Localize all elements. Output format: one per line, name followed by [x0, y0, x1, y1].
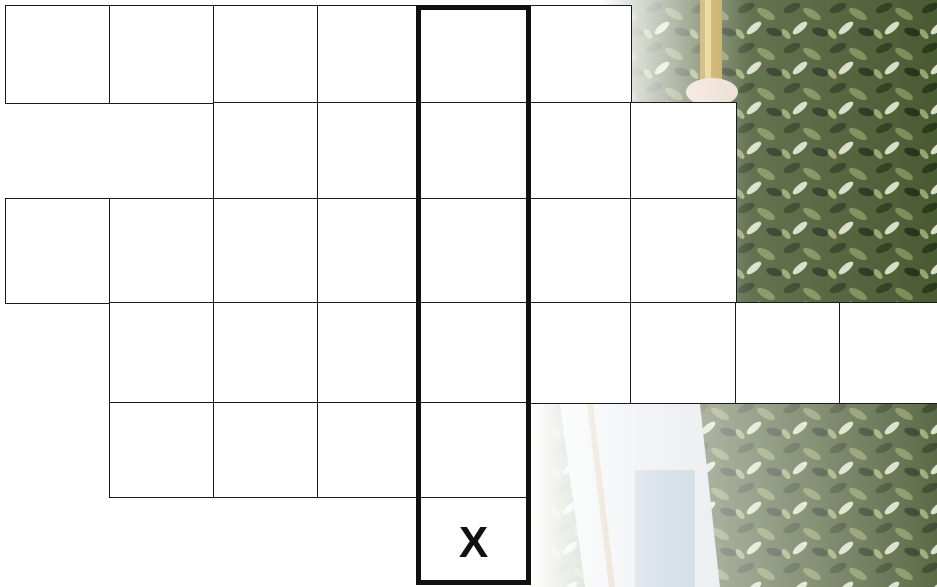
grid-cell-r4-c5[interactable]: [420, 302, 528, 404]
grid-cell-r5-c3[interactable]: [213, 402, 319, 498]
grid-cell-r4-c2[interactable]: [109, 302, 215, 404]
grid-cell-r3-c7[interactable]: [630, 198, 737, 304]
grid-cell-r4-c3[interactable]: [213, 302, 319, 404]
grid-cell-r2-c4[interactable]: [317, 102, 422, 200]
grid-cell-r3-c4[interactable]: [317, 198, 422, 304]
grid-cell-r3-c1[interactable]: [5, 198, 111, 304]
grid-cell-r2-c5[interactable]: [420, 102, 528, 200]
grid-cell-r2-c7[interactable]: [630, 102, 737, 200]
grid-cell-r4-c6[interactable]: [526, 302, 632, 404]
solution-marker-x: X: [421, 500, 526, 585]
grid-cell-r5-c5[interactable]: [420, 402, 528, 498]
grid-cell-r4-c8[interactable]: [735, 302, 841, 404]
grid-cell-r3-c2[interactable]: [109, 198, 215, 304]
grid-cell-r5-c2[interactable]: [109, 402, 215, 498]
grid-cell-r4-c4[interactable]: [317, 302, 422, 404]
grid-cell-r3-c3[interactable]: [213, 198, 319, 304]
grid-cell-r1-c2[interactable]: [109, 5, 215, 104]
grid-cell-r1-c5[interactable]: [420, 5, 528, 104]
grid-cell-r3-c6[interactable]: [526, 198, 632, 304]
grid-cell-r5-c4[interactable]: [317, 402, 422, 498]
grid-cell-r2-c3[interactable]: [213, 102, 319, 200]
grid-cell-r1-c4[interactable]: [317, 5, 422, 104]
grid-cell-r2-c6[interactable]: [526, 102, 632, 200]
grid-cell-r3-c5[interactable]: [420, 198, 528, 304]
grid-cell-r4-c9[interactable]: [839, 302, 937, 404]
grid-cell-r1-c1[interactable]: [5, 5, 111, 104]
grid-cell-r1-c6[interactable]: [526, 5, 632, 104]
grid-cell-r4-c7[interactable]: [630, 302, 737, 404]
grid-cell-r1-c3[interactable]: [213, 5, 319, 104]
